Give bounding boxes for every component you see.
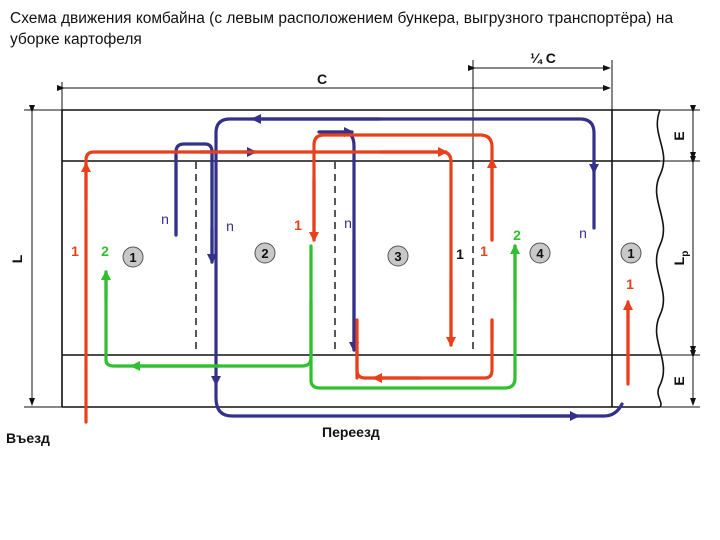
dim-lp-label: Lр [671,251,691,266]
pass-label-red: 1 [626,276,634,292]
diagram-title: Схема движения комбайна (с левым располо… [10,10,674,48]
plot-marker-3: 3 [387,245,409,267]
plot-markers: 1 2 3 4 1 [122,242,642,268]
blue-path-entry-hook [174,142,214,237]
pass-label-blue: n [161,211,169,227]
plot-number: 1 [627,246,634,261]
red-path-bottom-loop [355,318,494,380]
plot-marker-1: 1 [122,246,144,268]
pass-label-red: 1 [294,217,302,233]
plot-marker-2: 2 [254,242,276,264]
plot-dividers [195,162,474,354]
plot-marker-4: 4 [529,242,551,264]
dim-c-label: C [317,71,327,87]
green-paths [101,244,520,390]
plot-marker-5: 1 [620,242,642,264]
red-path-left-loop [84,150,453,424]
red-path-inner-loop [312,133,494,242]
crossing-label: Переезд [322,424,380,440]
green-path-right [309,244,517,390]
plot-number: 4 [536,246,544,261]
pass-label-green: 2 [513,227,521,243]
plot-number: 3 [394,249,401,264]
dim-quarter-c-label: ¼ C [530,50,556,66]
plot-number: 1 [129,250,136,265]
pass-label-green: 2 [101,243,109,259]
entry-label: Въезд [6,430,50,446]
field-frame [61,109,665,408]
blue-paths [174,114,624,421]
dim-l-label: L [9,254,25,263]
plot-number: 2 [261,246,268,261]
field-wavy-edge [655,109,665,408]
dim-e-bottom-label: E [671,376,687,385]
pass-label-blue: n [579,225,587,241]
pass-label-red: 1 [480,243,488,259]
pass-label-blue: n [226,218,234,234]
dimension-lines [24,60,700,408]
pass-label-blue: n [344,215,352,231]
red-paths [81,133,633,424]
pass-label-black: 1 [456,246,464,262]
pass-label-red: 1 [71,243,79,259]
blue-path-center [317,130,356,352]
dim-e-top-label: E [671,131,687,140]
